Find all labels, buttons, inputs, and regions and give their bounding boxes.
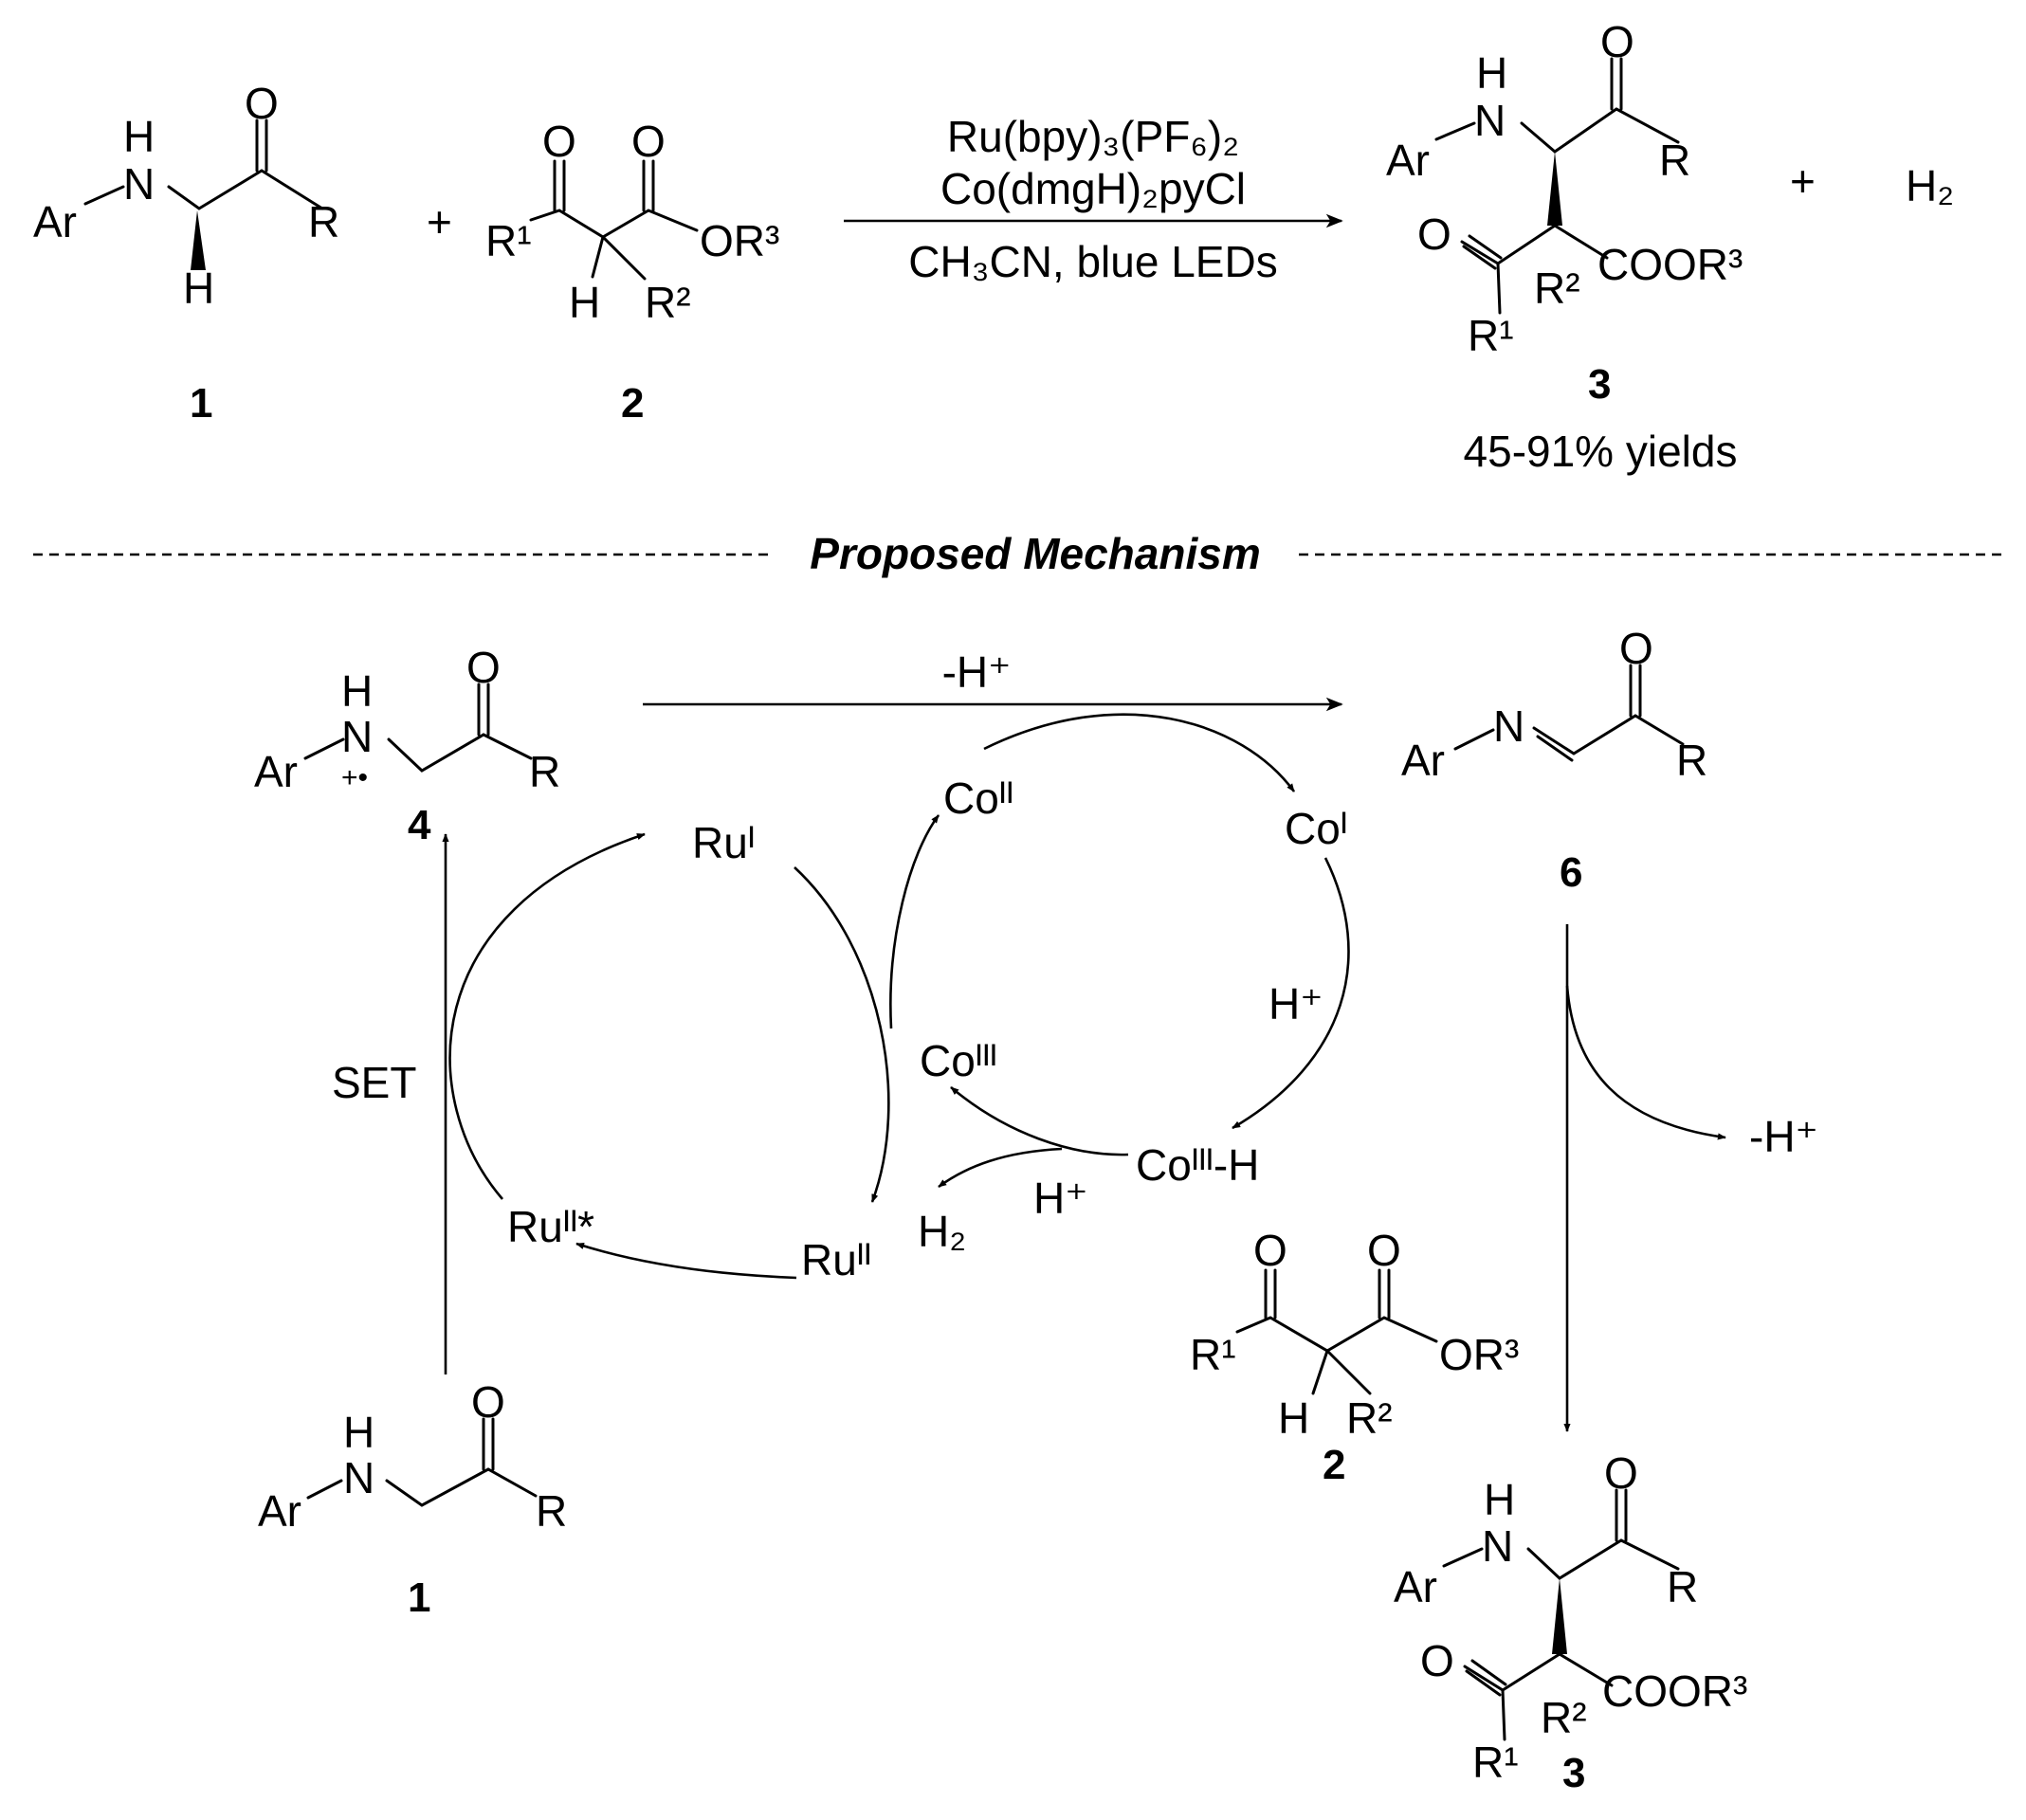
compound-number-2: 2 — [621, 380, 644, 427]
ester-oxygen-label: O — [1367, 1226, 1401, 1275]
r2-label: R² — [1534, 264, 1580, 313]
proton-label-h2: H⁺ — [1033, 1174, 1088, 1223]
nh-hydrogen-label: H — [1484, 1475, 1515, 1524]
co-i-to-co-iii-h-arrow — [1232, 857, 1350, 1130]
nh-hydrogen-label: H — [343, 1408, 374, 1457]
yield-label: 45-91% yields — [1464, 427, 1738, 476]
compound-1-bottom: Ar N H O R 1 — [258, 1377, 567, 1621]
hydrogen-byproduct: H₂ — [1906, 161, 1954, 210]
nitrogen-label: N — [123, 159, 155, 209]
compound-6: Ar N O R 6 — [1401, 624, 1707, 896]
nh-hydrogen-label: H — [341, 666, 373, 716]
r2-label: R² — [1346, 1393, 1393, 1443]
compound-number-1-bottom: 1 — [408, 1574, 430, 1621]
ketone2-oxygen-label: O — [1417, 209, 1451, 259]
aryl-label: Ar — [33, 197, 77, 246]
compound-4: Ar N H +• O R 4 — [254, 643, 560, 848]
deprotonation-label: -H⁺ — [942, 647, 1012, 697]
carbonyl-oxygen-label: O — [1619, 624, 1653, 673]
mechanism-title: Proposed Mechanism — [810, 529, 1260, 578]
compound-3-top: Ar N H O R O COOR³ R² R¹ 3 45-91% yields — [1386, 17, 1743, 476]
co-i-label: Coᴵ — [1285, 804, 1347, 853]
r2-label: R² — [1541, 1693, 1587, 1742]
ru-i-to-ru-ii-arrow — [794, 866, 890, 1203]
r-label: R — [1659, 136, 1690, 185]
ru-ii-star-to-ru-i-arrow — [448, 832, 646, 1200]
r-label: R — [536, 1486, 567, 1536]
ru-ii-label: Ruᴵᴵ — [801, 1235, 871, 1284]
co-ii-to-co-i-arrow — [983, 713, 1296, 792]
proton-label-co: H⁺ — [1269, 979, 1323, 1028]
plus-sign-2: + — [1790, 156, 1816, 206]
nitrogen-label: N — [1493, 701, 1524, 751]
nitrogen-label: N — [1482, 1521, 1513, 1571]
co-iii-label: Coᴵᴵᴵ — [920, 1036, 997, 1085]
deprotonation-branch-arrow — [1565, 985, 1726, 1140]
co-iii-h-to-co-iii-arrow — [950, 1086, 1129, 1156]
plus-sign-1: + — [427, 197, 452, 246]
r1-label: R¹ — [1472, 1738, 1519, 1787]
r-label: R — [529, 747, 560, 796]
compound-number-3-mechanism: 3 — [1562, 1750, 1585, 1796]
coor3-label: COOR³ — [1597, 240, 1743, 289]
r-label: R — [1667, 1562, 1698, 1611]
ketone-oxygen-label: O — [1604, 1448, 1638, 1498]
aryl-label: Ar — [1394, 1562, 1437, 1611]
or3-label: OR³ — [1439, 1330, 1519, 1379]
nitrogen-label: N — [343, 1453, 374, 1502]
r-label: R — [1676, 736, 1707, 785]
r1-label: R¹ — [1190, 1330, 1236, 1379]
carbonyl-oxygen-label: O — [466, 643, 501, 692]
aryl-label: Ar — [1386, 136, 1430, 185]
co-iii-h-label: Coᴵᴵᴵ-H — [1136, 1140, 1259, 1190]
ketone-oxygen-label: O — [542, 117, 576, 166]
compound-number-3: 3 — [1588, 361, 1611, 408]
h2-evolution-arrow — [938, 1147, 1063, 1189]
h2-label: H₂ — [918, 1207, 966, 1256]
ketone-oxygen-label: O — [1253, 1226, 1287, 1275]
hydrogen-label: H — [1278, 1393, 1309, 1443]
r2-label: R² — [645, 278, 691, 327]
compound-number-6: 6 — [1560, 849, 1582, 896]
catalyst-ru: Ru(bpy)₃(PF₆)₂ — [947, 112, 1239, 161]
co-iii-to-co-ii-arrow — [889, 814, 940, 1029]
ru-ii-star-label: Ruᴵᴵ* — [507, 1202, 594, 1251]
hydrogen-label: H — [569, 278, 600, 327]
carbonyl-oxygen-label: O — [471, 1377, 505, 1427]
ketone2-oxygen-label: O — [1420, 1636, 1454, 1685]
aryl-label: Ar — [1401, 736, 1445, 785]
nitrogen-label: N — [1474, 96, 1506, 145]
r1-label: R¹ — [485, 216, 532, 265]
compound-2-top: R¹ O O OR³ H R² 2 — [485, 117, 779, 427]
alpha-hydrogen-label: H — [183, 264, 214, 313]
radical-cation-label: +• — [341, 762, 368, 793]
coor3-label: COOR³ — [1602, 1666, 1747, 1716]
compound-2-mechanism: R¹ O O OR³ H R² 2 — [1190, 1226, 1519, 1488]
nh-hydrogen-label: H — [123, 112, 155, 161]
r1-label: R¹ — [1468, 311, 1514, 360]
aryl-label: Ar — [258, 1486, 301, 1536]
ru-ii-to-ru-ii-star-arrow — [575, 1242, 797, 1280]
compound-3-mechanism: Ar N H O R O COOR³ R² R¹ 3 — [1394, 1448, 1747, 1796]
co-ii-label: Coᴵᴵ — [943, 774, 1013, 823]
compound-number-4: 4 — [408, 802, 431, 848]
aryl-label: Ar — [254, 747, 298, 796]
r-label: R — [308, 197, 339, 246]
ester-oxygen-label: O — [631, 117, 666, 166]
ketone-oxygen-label: O — [1600, 17, 1634, 66]
compound-number-1: 1 — [190, 380, 212, 427]
nh-hydrogen-label: H — [1476, 48, 1507, 98]
reaction-conditions: CH₃CN, blue LEDs — [908, 237, 1277, 286]
nitrogen-label: N — [341, 712, 373, 761]
compound-1-top: Ar N H O R H 1 — [33, 79, 339, 427]
compound-number-2-mechanism: 2 — [1323, 1442, 1345, 1488]
or3-label: OR³ — [700, 216, 779, 265]
deprotonation-label-2: -H⁺ — [1749, 1112, 1818, 1161]
catalyst-co: Co(dmgH)₂pyCl — [940, 164, 1246, 213]
set-label: SET — [332, 1058, 416, 1107]
carbonyl-oxygen-label: O — [245, 79, 279, 128]
ru-i-label: Ruᴵ — [692, 818, 755, 867]
